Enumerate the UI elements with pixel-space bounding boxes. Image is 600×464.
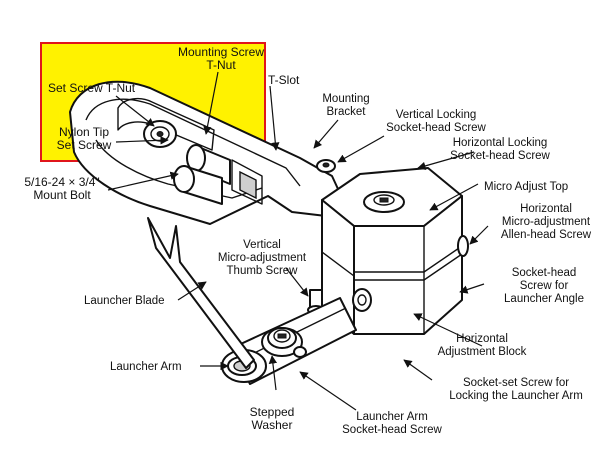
label-line: 5/16-24 × 3/4" <box>24 175 99 189</box>
label-line: Socket-head <box>512 267 577 279</box>
label-line: Allen-head Screw <box>501 229 592 241</box>
label-line: Set Screw T-Nut <box>48 81 136 95</box>
label-line: Mounting Screw <box>178 45 264 59</box>
set-screw-tnut-shape <box>143 120 177 148</box>
leader-lines <box>107 71 489 411</box>
label-line: Socket-set Screw for <box>463 377 569 389</box>
label-line: Launcher Arm <box>356 411 428 423</box>
label-line: Thumb Screw <box>227 265 299 277</box>
label-launcher-blade: Launcher Blade <box>84 295 165 307</box>
label-set-screw-tnut: Set Screw T-Nut <box>48 81 136 95</box>
label-line: T-Slot <box>268 73 300 87</box>
label-line: Bracket <box>327 106 367 118</box>
mounting-screw-tnut-shape <box>186 144 231 185</box>
label-line: Micro Adjust Top <box>484 181 568 193</box>
label-line: Socket-head Screw <box>386 122 486 134</box>
label-line: Horizontal <box>520 203 572 215</box>
label-line: Stepped <box>250 405 295 419</box>
label-line: Micro-adjustment <box>218 252 307 264</box>
label-line: Locking the Launcher Arm <box>449 390 583 402</box>
label-line: Launcher Blade <box>84 295 165 307</box>
label-micro-adjust-top: Micro Adjust Top <box>484 181 568 193</box>
label-line: Vertical Locking <box>396 109 477 121</box>
label-t-slot: T-Slot <box>268 73 300 87</box>
label-line: Mount Bolt <box>33 188 91 202</box>
label-line: Screw for <box>520 280 569 292</box>
label-line: T-Nut <box>206 58 236 72</box>
label-launcher-arm: Launcher Arm <box>110 361 182 373</box>
launcher-blade-shape <box>147 217 255 369</box>
label-line: Launcher Arm <box>110 361 182 373</box>
label-line: Adjustment Block <box>438 346 527 358</box>
label-line: Horizontal <box>456 333 508 345</box>
label-line: Mounting <box>322 93 369 105</box>
label-line: Horizontal Locking <box>453 137 548 149</box>
launcher-arm-shape <box>221 297 357 385</box>
label-line: Socket-head Screw <box>450 150 550 162</box>
horizontal-adjustment-block-shape <box>316 159 469 335</box>
label-mount-bolt: 5/16-24 × 3/4"Mount Bolt <box>24 175 99 202</box>
mount-bolt-shape <box>173 165 223 205</box>
label-line: Launcher Angle <box>504 293 584 305</box>
label-line: Micro-adjustment <box>502 216 591 228</box>
label-line: Washer <box>252 418 293 432</box>
label-line: Set Screw <box>57 138 112 152</box>
label-line: Socket-head Screw <box>342 424 442 436</box>
label-line: Vertical <box>243 239 281 251</box>
label-line: Nylon Tip <box>59 125 109 139</box>
